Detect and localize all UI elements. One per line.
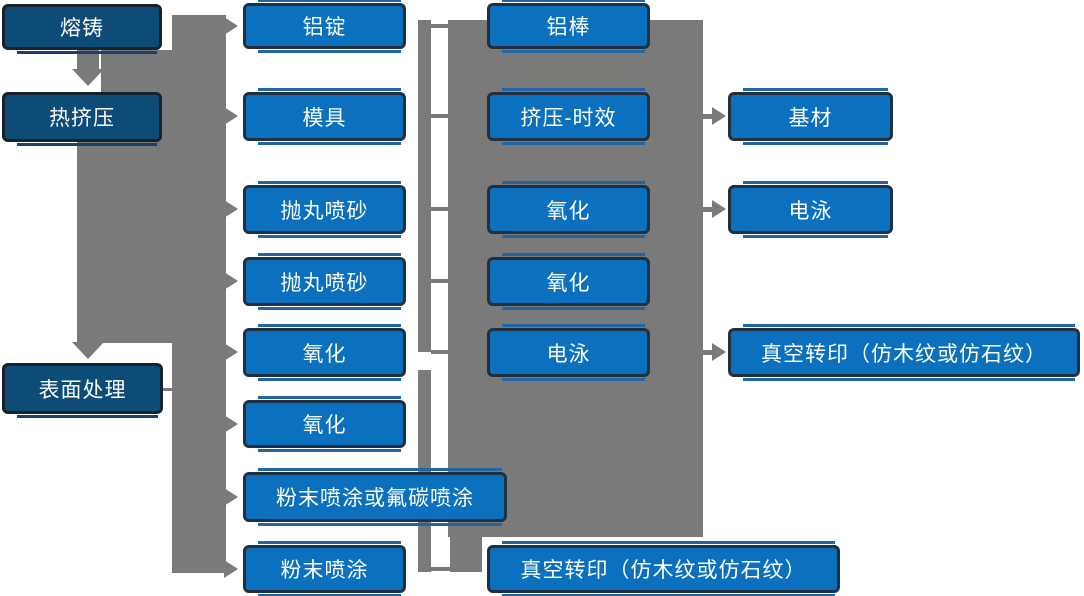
node-powder-or-fluorocarbon-coating: 粉末喷涂或氟碳喷涂 [243,468,507,526]
node-surface-treatment: 表面处理 [2,363,163,418]
arrow-right-icon [224,488,238,506]
arrow-right-stem [703,350,713,355]
node-oxidation-3: 氧化 [487,181,650,238]
node-oxidation-2: 氧化 [243,396,406,452]
connector-collector-stub [431,114,448,118]
node-vacuum-transfer-print-2: 真空转印（仿木纹或仿石纹） [728,324,1080,381]
connector-collector-bar-lower [418,370,431,572]
arrow-right-icon [224,107,238,125]
arrow-down-icon [72,342,104,359]
node-hot-extrusion: 热挤压 [2,92,162,146]
node-electrophoresis-1: 电泳 [487,324,650,381]
node-aluminum-rod: 铝棒 [487,0,650,53]
connector-surface-stub [162,388,173,391]
connector-center-band-strip [450,537,482,572]
arrow-right-stem [703,114,713,119]
node-electrophoresis-2: 电泳 [728,181,893,238]
node-shot-blasting-1: 抛丸喷砂 [243,181,406,238]
node-powder-coating: 粉末喷涂 [243,541,406,596]
arrow-down-icon [72,69,104,86]
arrow-right-icon [712,200,726,218]
node-vacuum-transfer-print-1: 真空转印（仿木纹或仿石纹） [487,541,840,596]
arrow-right-icon [712,107,726,125]
node-extrusion-aging: 挤压-时效 [487,88,650,145]
arrow-right-stem [703,207,713,212]
node-melt-casting: 熔铸 [2,4,162,54]
node-aluminum-ingot: 铝锭 [243,0,406,53]
arrow-right-icon [224,17,238,35]
connector-collector-stub [431,207,448,211]
connector-collector-stub [431,350,448,354]
connector-collector-stub [431,567,450,571]
node-shot-blasting-2: 抛丸喷砂 [243,253,406,310]
arrow-right-icon [224,343,238,361]
node-oxidation-1: 氧化 [243,324,406,381]
connector-collector-bar-upper [418,20,431,352]
arrow-right-icon [224,200,238,218]
connector-collector-stub [431,279,448,283]
connector-collector-stub [431,24,448,28]
node-mold: 模具 [243,88,406,145]
node-oxidation-4: 氧化 [487,253,650,310]
arrow-right-icon [224,415,238,433]
arrow-right-icon [224,272,238,290]
node-base-material: 基材 [728,88,893,145]
arrow-right-icon [712,343,726,361]
connector-left-band-main [172,15,226,573]
arrow-right-icon [224,560,238,578]
